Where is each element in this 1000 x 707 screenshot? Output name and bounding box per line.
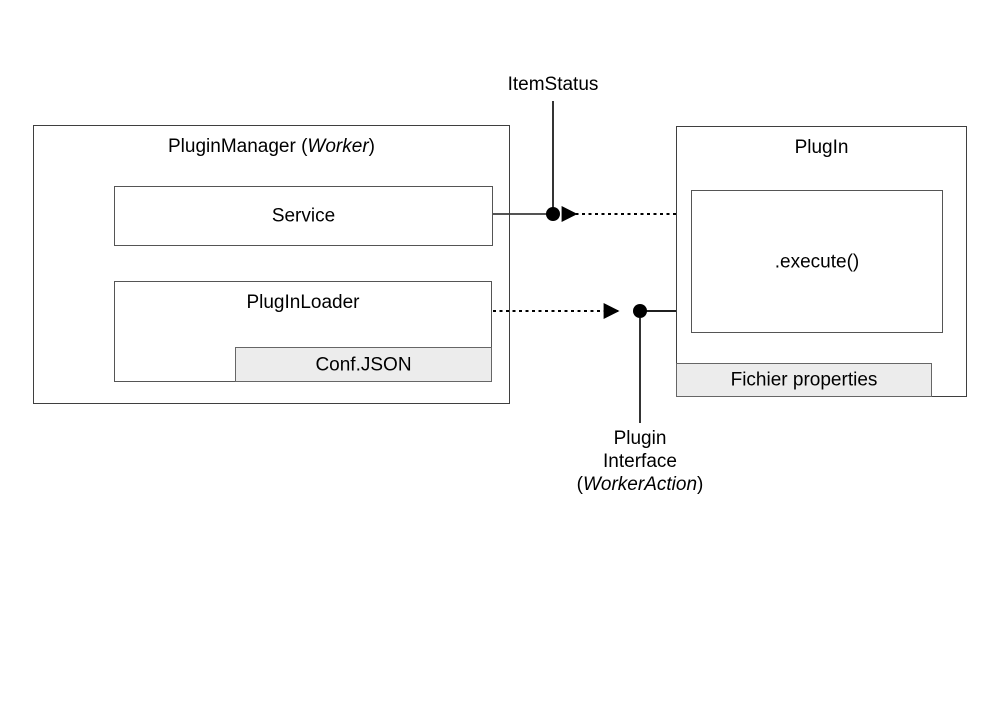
plugin-manager-name-italic: Worker [307, 136, 369, 157]
plugin-interface-line2: Interface [603, 451, 677, 472]
plugin-interface-line1: Plugin [613, 428, 667, 449]
plugin-interface-paren-close: ) [697, 474, 704, 495]
plugin-interface-socket-ball[interactable] [633, 304, 647, 318]
fichier-properties-label: Fichier properties [730, 369, 878, 391]
artifact-fichier-properties[interactable]: Fichier properties [676, 363, 932, 397]
plugin-interface-worker-action: WorkerAction [582, 474, 698, 495]
service-label: Service [271, 205, 336, 227]
plugin-loader-label: PlugInLoader [246, 292, 360, 313]
label-item-status: ItemStatus [453, 73, 653, 96]
conf-json-label: Conf.JSON [315, 354, 412, 375]
plugin-interface-paren-open: ( [576, 474, 583, 495]
operation-execute[interactable]: .execute() [691, 190, 943, 333]
artifact-conf-json[interactable]: Conf.JSON [235, 347, 492, 382]
plugin-interface-line3: (WorkerAction) [540, 473, 740, 496]
item-status-socket-ball[interactable] [546, 207, 560, 221]
component-service[interactable]: Service [114, 186, 493, 246]
label-plugin-interface: Plugin Interface (WorkerAction) [540, 427, 740, 496]
execute-label: .execute() [774, 251, 860, 272]
plugin-manager-name-suffix: ) [368, 136, 375, 157]
item-status-text: ItemStatus [507, 74, 599, 95]
component-plugin-manager-title: PluginManager (Worker) [34, 135, 509, 158]
plugin-manager-name-prefix: PluginManager ( [168, 136, 308, 157]
component-plugin-title: PlugIn [794, 137, 849, 158]
